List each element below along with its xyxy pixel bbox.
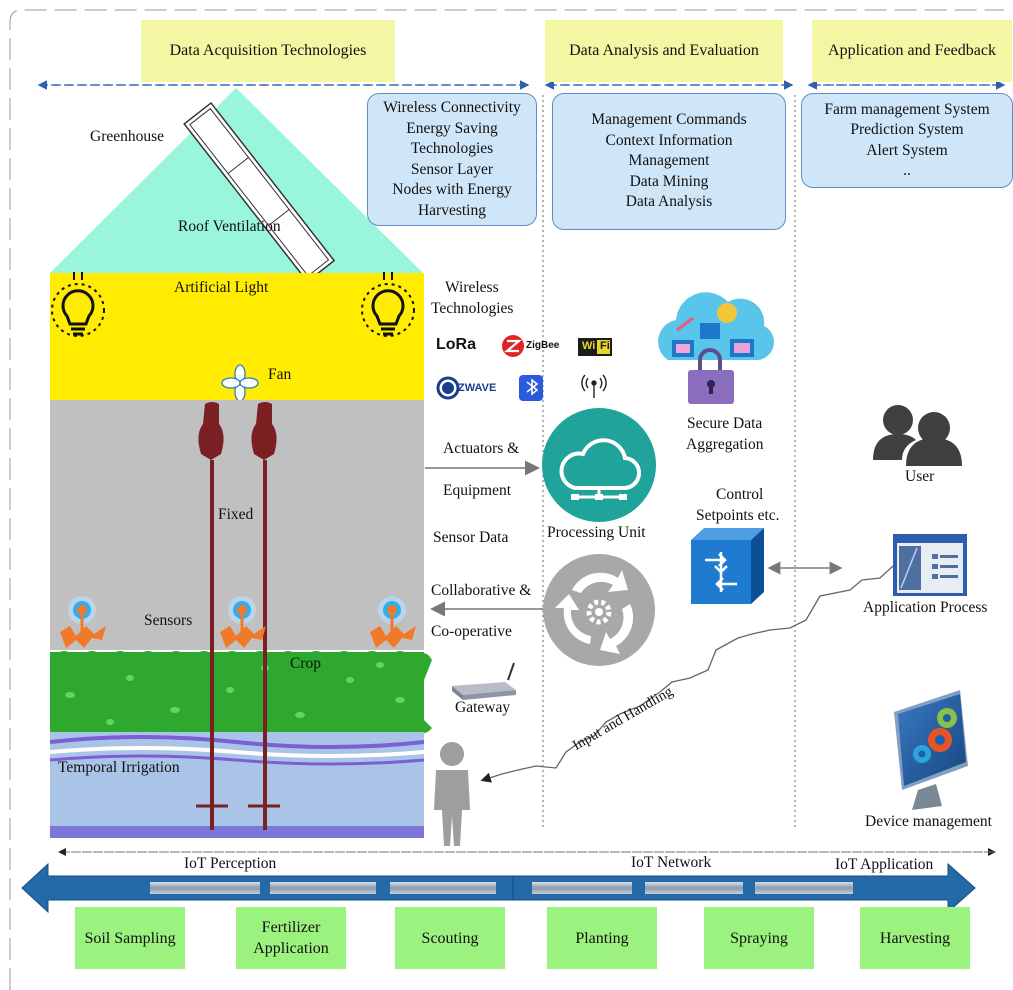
analysis-item: Data Analysis: [625, 193, 713, 211]
acquisition-item: Technologies: [410, 140, 494, 157]
pole-right: [248, 402, 280, 830]
zigbee-logo: ZigBee: [526, 340, 560, 351]
lora-logo: LoRa: [436, 336, 476, 353]
bulb-right-icon: [361, 272, 415, 337]
analysis-item: Management Commands: [591, 111, 747, 129]
wifi-logo-fi: Fi: [600, 340, 610, 352]
bulb-left-icon: [51, 272, 105, 337]
secure-data-label-1: Secure Data: [687, 415, 763, 432]
application-item: Farm management System: [824, 100, 990, 118]
secure-cloud-icon: [658, 292, 774, 404]
user-label: User: [905, 468, 935, 485]
control-switch-icon: [691, 528, 764, 604]
analysis-item: Context Information: [605, 131, 733, 149]
header-application: Application and Feedback: [812, 20, 1012, 82]
application-process-icon: [893, 534, 967, 596]
header-analysis: Data Analysis and Evaluation: [545, 20, 783, 82]
artificial-light-label: Artificial Light: [174, 279, 269, 296]
iot-network-label: IoT Network: [631, 854, 712, 871]
bluetooth-icon: [519, 375, 543, 401]
acquisition-item: Wireless Connectivity: [383, 99, 521, 116]
outer-frame: [9, 9, 1004, 990]
activity-label: Planting: [575, 929, 629, 947]
zigbee-icon: [502, 335, 524, 357]
acquisition-item: Harvesting: [417, 201, 486, 219]
activity-label: Soil Sampling: [84, 929, 176, 947]
fan-icon: [221, 364, 259, 402]
processing-unit-label: Processing Unit: [547, 524, 646, 541]
users-icon: [873, 405, 962, 466]
gateway-icon: [452, 662, 516, 700]
application-process-label: Application Process: [863, 599, 988, 616]
wifi-icon: [578, 338, 612, 356]
application-item: ..: [903, 162, 911, 179]
iot-perception-label: IoT Perception: [184, 855, 277, 872]
actuators-label-1: Actuators &: [443, 440, 520, 457]
control-label-2: Setpoints etc.: [696, 507, 780, 524]
application-item: Prediction System: [850, 121, 964, 138]
activity-label: Spraying: [730, 929, 788, 947]
person-icon: [434, 742, 470, 846]
iot-layer-arrow: [21, 862, 976, 914]
input-handling-path: [480, 565, 894, 783]
sensor-middle-icon: [220, 596, 266, 648]
activity-planting: Planting: [547, 907, 657, 969]
activity-harvesting: Harvesting: [860, 907, 970, 969]
acquisition-item: Sensor Layer: [410, 160, 494, 178]
sensor-left-icon: [60, 596, 106, 648]
acquisition-box: Wireless Connectivity Energy Saving Tech…: [367, 93, 537, 226]
zwave-icon: [436, 376, 460, 400]
fixed-label: Fixed: [218, 506, 254, 523]
acquisition-item: Energy Saving: [406, 119, 498, 137]
zwave-logo: ZWAVE: [458, 382, 497, 394]
analysis-item: Data Mining: [629, 172, 709, 190]
sensors-label: Sensors: [144, 612, 193, 629]
header-application-label: Application and Feedback: [828, 42, 996, 59]
collaborative-label-2: Co-operative: [431, 623, 512, 640]
collaborative-label-1: Collaborative &: [431, 582, 532, 599]
analysis-box: Management Commands Context Information …: [552, 93, 786, 230]
crop-band: [50, 651, 432, 735]
acquisition-item: Nodes with Energy: [392, 181, 512, 198]
header-analysis-label: Data Analysis and Evaluation: [569, 42, 759, 59]
activity-label: Scouting: [421, 929, 479, 947]
control-label-1: Control: [716, 486, 764, 503]
wireless-title-2: Technologies: [431, 300, 514, 317]
fan-label: Fan: [268, 366, 292, 383]
data-cycle-icon: [543, 554, 655, 666]
header-acquisition: Data Acquisition Technologies: [141, 20, 395, 82]
iot-application-label: IoT Application: [835, 856, 934, 873]
application-item: Alert System: [866, 141, 948, 159]
activity-spraying: Spraying: [704, 907, 814, 969]
roof-ventilation-window: [183, 101, 336, 283]
analysis-item: Management: [628, 152, 710, 170]
application-box: Farm management System Prediction System…: [801, 93, 1013, 188]
antenna-icon: [581, 374, 607, 398]
device-management-icon: [894, 690, 968, 810]
crop-label: Crop: [290, 655, 321, 672]
activity-scouting: Scouting: [395, 907, 505, 969]
wifi-logo-wi: Wi: [582, 340, 596, 352]
header-acquisition-label: Data Acquisition Technologies: [169, 42, 367, 59]
greenhouse-label: Greenhouse: [90, 128, 165, 145]
device-management-label: Device management: [865, 813, 992, 830]
processing-unit-icon: [542, 408, 656, 522]
roof-ventilation-label: Roof Ventilation: [178, 218, 281, 235]
activity-label: Harvesting: [879, 929, 951, 947]
activity-fertilizer-application: Fertilizer Application: [236, 907, 346, 969]
sensor-data-label: Sensor Data: [433, 529, 509, 546]
actuators-label-2: Equipment: [443, 482, 512, 499]
wireless-title-1: Wireless: [445, 279, 499, 296]
gateway-label: Gateway: [455, 699, 511, 716]
temporal-irrigation-label: Temporal Irrigation: [58, 759, 180, 776]
sensor-right-icon: [370, 596, 416, 648]
activity-label: Fertilizer Application: [253, 919, 329, 957]
activity-soil-sampling: Soil Sampling: [75, 907, 185, 969]
secure-data-label-2: Aggregation: [686, 436, 764, 453]
pole-left: [196, 402, 228, 830]
